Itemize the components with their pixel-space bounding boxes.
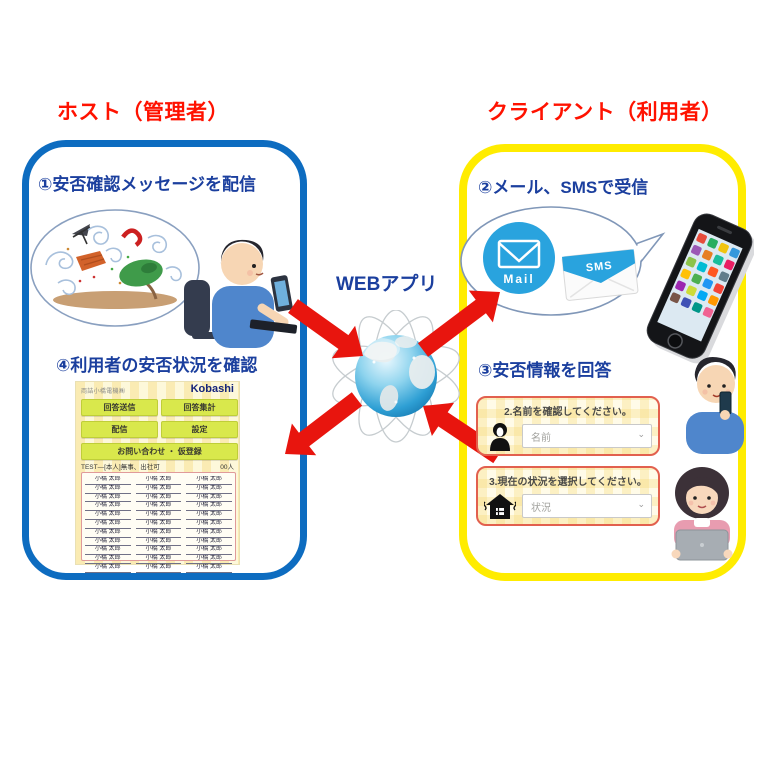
member-name: 小橋 太郎 <box>186 555 232 564</box>
member-name: 小橋 太郎 <box>85 520 131 529</box>
member-name: 小橋 太郎 <box>135 529 182 538</box>
member-name: 小橋 太郎 <box>186 520 232 529</box>
mail-icon: Mail <box>483 222 555 294</box>
member-name: 小橋 太郎 <box>135 502 182 512</box>
storm-tree-icon <box>119 259 163 300</box>
app-company-name: 両詰小橋電機㈱ <box>81 389 126 395</box>
wind-swirls <box>45 225 182 296</box>
host-title: ホスト（管理者） <box>57 101 229 124</box>
member-name: 小橋 太郎 <box>186 502 232 512</box>
kobashi-logo: Kobashi <box>190 383 234 395</box>
step3-label: ③安否情報を回答 <box>478 361 612 380</box>
member-name: 小橋 太郎 <box>85 546 131 556</box>
svg-text:Mail: Mail <box>503 272 534 286</box>
name-form-title: 2.名前を確認してください。 <box>504 407 632 418</box>
member-name: 小橋 太郎 <box>186 494 232 503</box>
step2-label: ②メール、SMSで受信 <box>478 178 649 197</box>
app-member-count: 00人 <box>220 464 234 471</box>
step1-label: ①安否確認メッセージを配信 <box>38 175 257 194</box>
admin-app-screenshot: 両詰小橋電機㈱ Kobashi 回答送信 回答集計 配信 設定 お問い合わせ ・… <box>75 381 240 573</box>
member-name: 小橋 太郎 <box>135 538 182 547</box>
admin-at-laptop-illustration <box>184 239 298 348</box>
member-name: 小橋 太郎 <box>186 485 232 494</box>
member-name: 小橋 太郎 <box>135 494 182 503</box>
broken-umbrella-icon <box>72 224 91 245</box>
member-name: 小橋 太郎 <box>135 485 182 494</box>
member-name: 小橋 太郎 <box>135 555 182 564</box>
disaster-bubble-illustration <box>30 209 200 327</box>
name-form-card: 2.名前を確認してください。 名前 ⌄ <box>476 396 660 456</box>
app-button-send-reply[interactable]: 回答送信 <box>81 399 158 416</box>
status-form-card: 3.現在の状況を選択してください。 状況 ⌄ <box>476 466 660 526</box>
member-name: 小橋 太郎 <box>85 476 131 485</box>
member-name: 小橋 太郎 <box>85 511 131 520</box>
webapp-label: WEBアプリ <box>336 274 438 295</box>
member-name: 小橋 太郎 <box>186 538 232 547</box>
member-name: 小橋 太郎 <box>85 555 131 564</box>
app-button-broadcast[interactable]: 配信 <box>81 421 158 438</box>
app-button-reply-summary[interactable]: 回答集計 <box>161 399 238 416</box>
status-form-title: 3.現在の状況を選択してください。 <box>489 477 647 488</box>
app-status-line: TEST—[本人]無事、出社可 <box>81 464 160 471</box>
member-name: 小橋 太郎 <box>85 564 131 573</box>
member-name: 小橋 太郎 <box>186 546 232 556</box>
person-bust-icon <box>490 423 510 451</box>
user-with-laptop-illustration <box>671 467 733 561</box>
shaking-house-icon <box>484 494 516 519</box>
status-select-value: 状況 <box>531 502 551 514</box>
member-name: 小橋 太郎 <box>135 511 182 520</box>
name-select[interactable]: 名前 ⌄ <box>522 424 652 448</box>
chevron-down-icon: ⌄ <box>637 499 645 509</box>
member-name: 小橋 太郎 <box>85 502 131 512</box>
app-button-contact-preregister[interactable]: お問い合わせ ・ 仮登録 <box>81 443 238 460</box>
member-name: 小橋 太郎 <box>135 564 182 573</box>
member-name: 小橋 太郎 <box>85 485 131 494</box>
member-grid: 小橋 太郎小橋 太郎小橋 太郎小橋 太郎小橋 太郎小橋 太郎小橋 太郎小橋 太郎… <box>81 472 236 573</box>
step4-label: ④利用者の安否状況を確認 <box>56 356 258 375</box>
member-name: 小橋 太郎 <box>186 529 232 538</box>
svg-text:SMS: SMS <box>585 260 613 275</box>
user-with-phone-illustration <box>686 356 744 454</box>
app-button-settings[interactable]: 設定 <box>161 421 238 438</box>
app-status-row: TEST—[本人]無事、出社可 00人 <box>81 461 234 471</box>
member-name: 小橋 太郎 <box>85 494 131 503</box>
member-name: 小橋 太郎 <box>135 546 182 556</box>
chevron-down-icon: ⌄ <box>637 429 645 439</box>
debris-speckles <box>66 247 130 285</box>
member-name: 小橋 太郎 <box>186 476 232 485</box>
flying-red-debris-icon <box>121 228 143 247</box>
flying-roof-icon <box>76 251 106 271</box>
name-select-value: 名前 <box>531 432 551 444</box>
member-name: 小橋 太郎 <box>135 520 182 529</box>
smartphone-icon <box>646 213 754 364</box>
member-name: 小橋 太郎 <box>135 476 182 485</box>
member-name: 小橋 太郎 <box>85 538 131 547</box>
status-select[interactable]: 状況 ⌄ <box>522 494 652 518</box>
sms-icon: SMS <box>561 249 639 301</box>
member-name: 小橋 太郎 <box>186 511 232 520</box>
member-name: 小橋 太郎 <box>186 564 232 573</box>
member-name: 小橋 太郎 <box>85 529 131 538</box>
globe-icon <box>332 310 460 443</box>
client-title: クライアント（利用者） <box>487 101 723 124</box>
